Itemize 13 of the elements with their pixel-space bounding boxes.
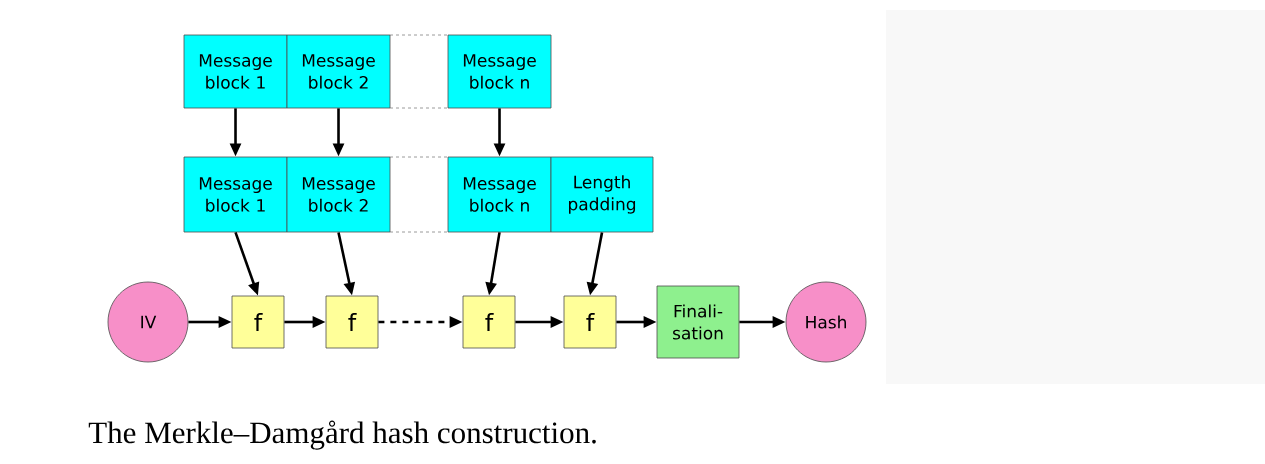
function-box: f	[325, 295, 379, 349]
function-box: f	[563, 295, 617, 349]
message-block-box: Message block 1	[183, 156, 288, 233]
caption: The Merkle–Damgård hash construction.	[88, 420, 596, 450]
message-block-box: Message block n	[447, 156, 552, 233]
padding-box: Length padding	[550, 156, 654, 233]
message-block-box: Message block 1	[183, 34, 288, 109]
message-block-box: Message block 2	[286, 156, 391, 233]
function-box: f	[462, 295, 516, 349]
finalisation-box: Finali- sation	[656, 285, 740, 359]
function-box: f	[231, 295, 285, 349]
message-block-box: Message block 2	[286, 34, 391, 109]
message-block-box: Message block n	[447, 34, 552, 109]
